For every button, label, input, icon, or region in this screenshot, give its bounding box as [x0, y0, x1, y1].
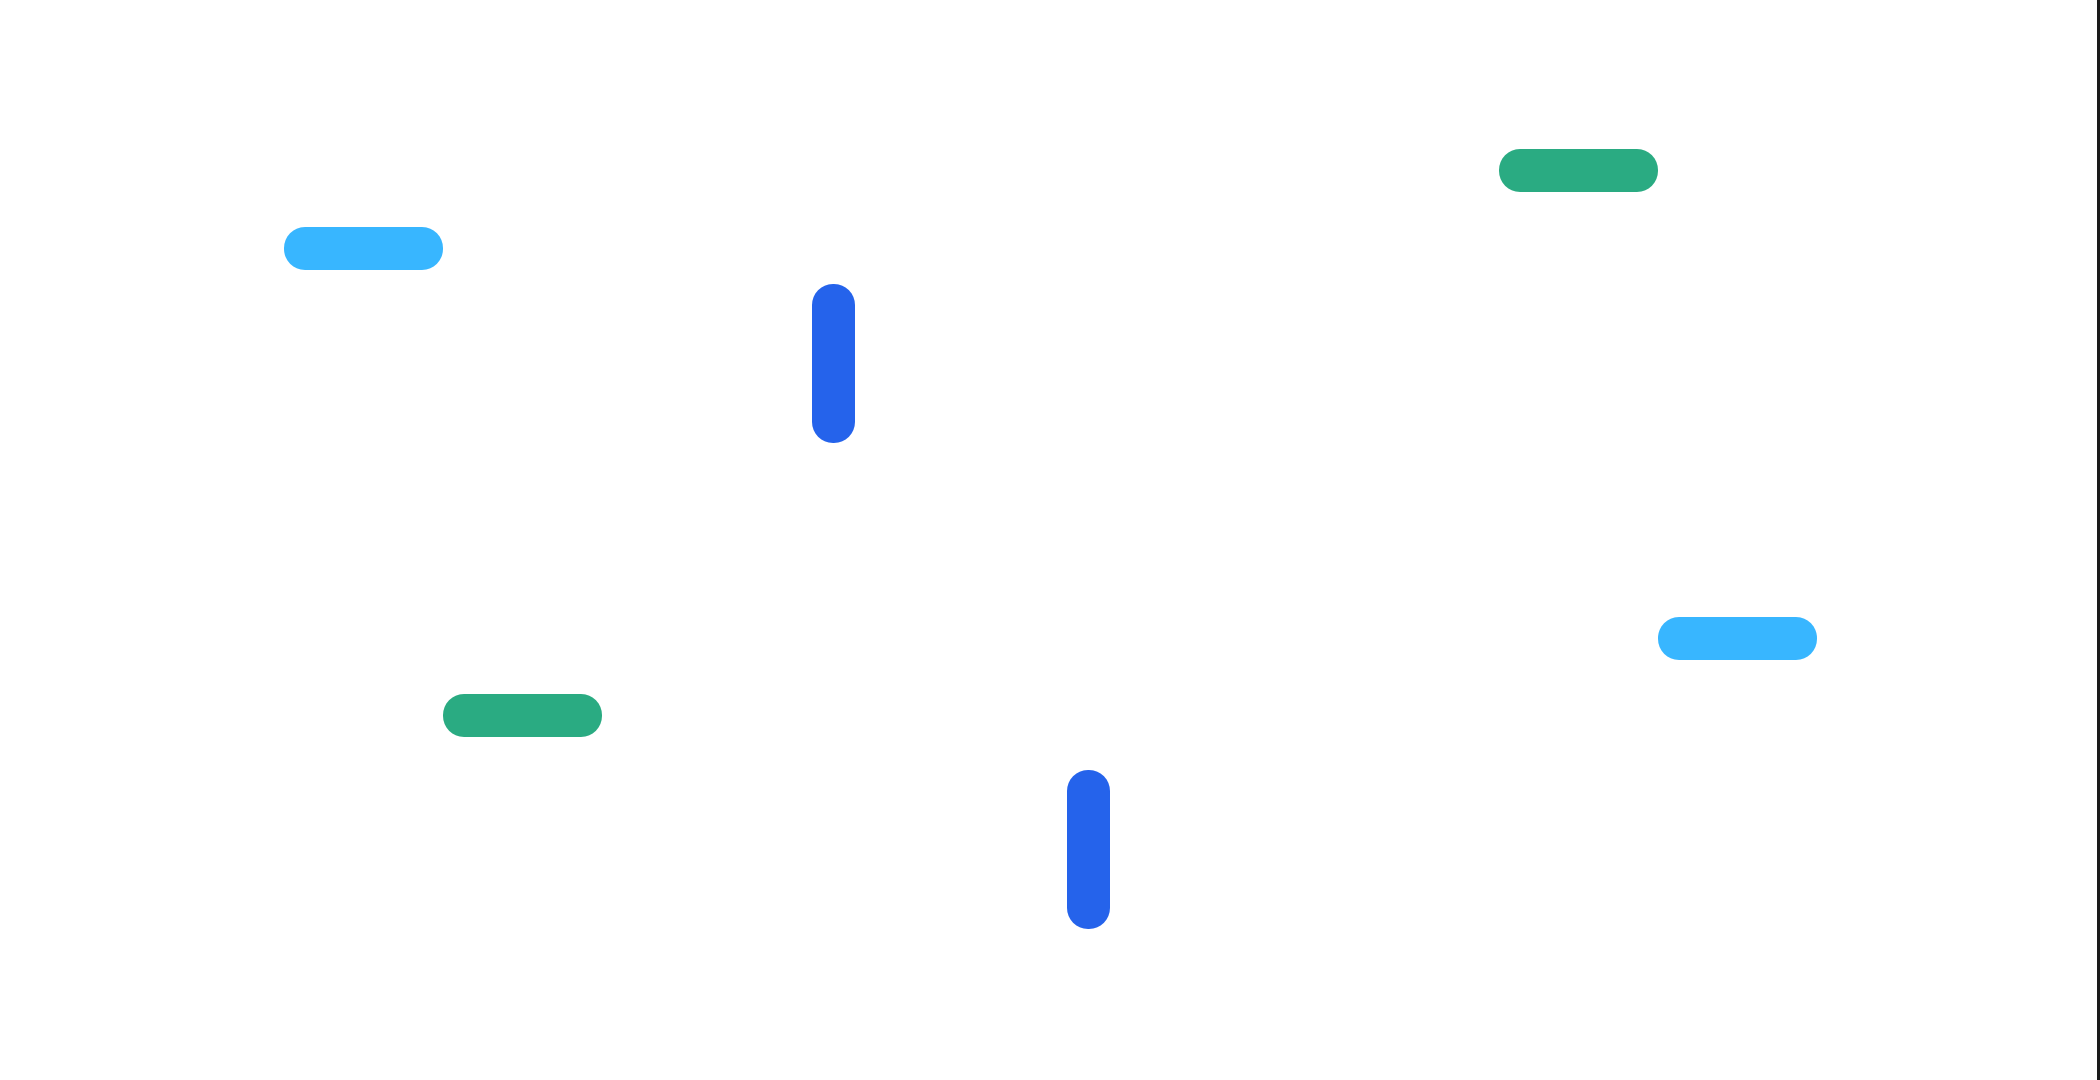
green-horizontal-dash-2	[443, 694, 602, 737]
blue-vertical-dash-1	[812, 284, 855, 443]
right-edge-line	[2097, 0, 2100, 1080]
light-blue-horizontal-dash-1	[284, 227, 443, 270]
green-horizontal-dash-1	[1499, 149, 1658, 192]
light-blue-horizontal-dash-2	[1658, 617, 1817, 660]
blue-vertical-dash-2	[1067, 770, 1110, 929]
